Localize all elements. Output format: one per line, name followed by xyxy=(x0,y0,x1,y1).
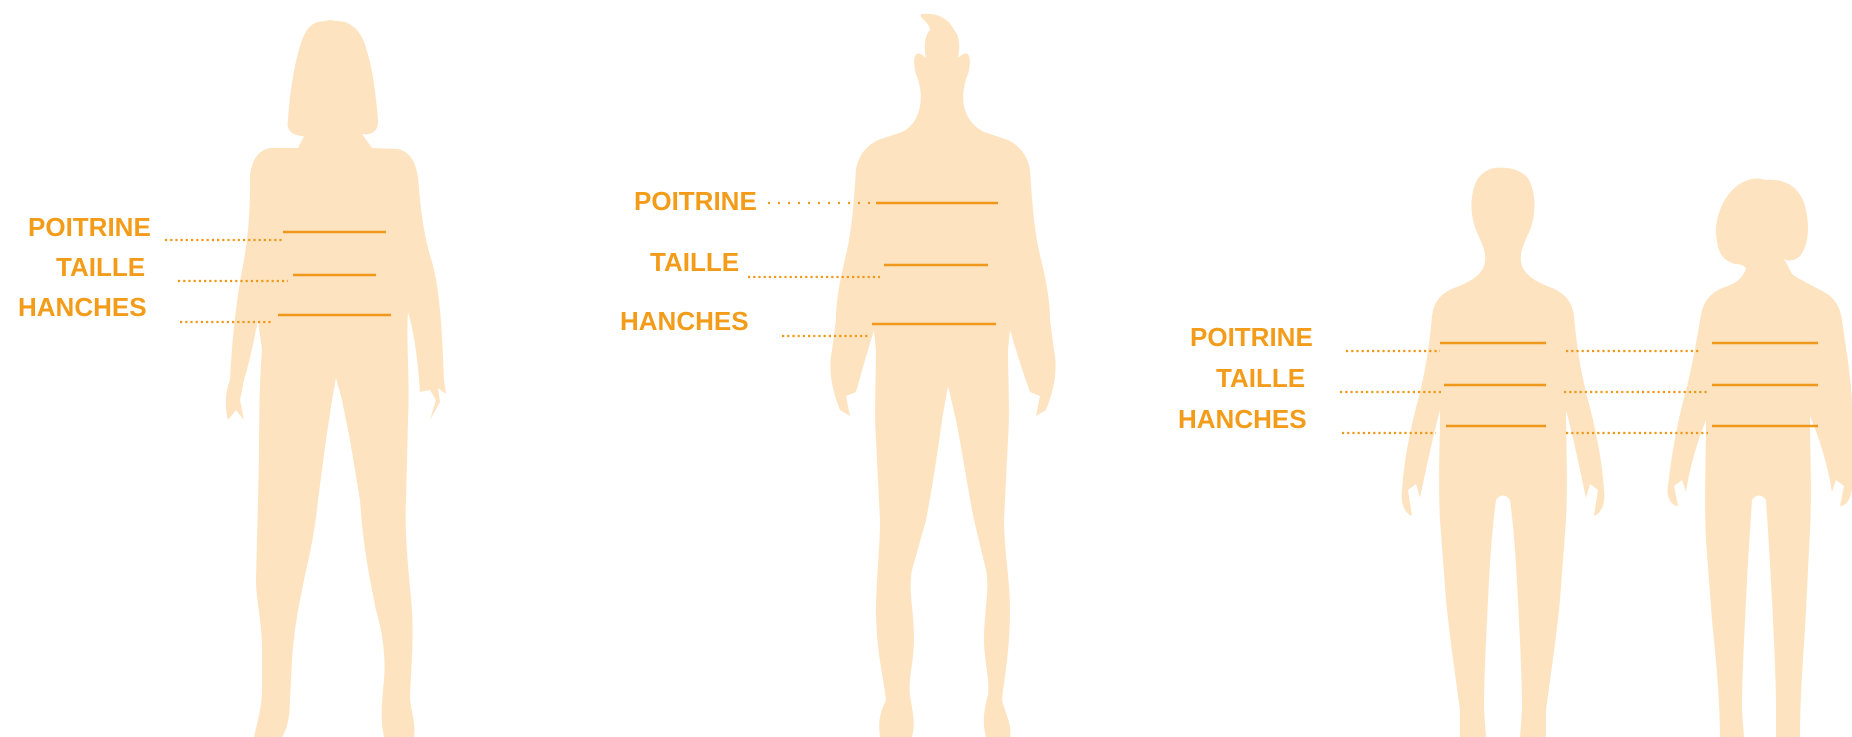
children-chest-label: POITRINE xyxy=(1190,322,1313,352)
man-hips-label: HANCHES xyxy=(620,306,749,336)
man-waist-label: TAILLE xyxy=(650,247,739,277)
boy-silhouette xyxy=(1402,168,1605,737)
woman-waist-label: TAILLE xyxy=(56,252,145,282)
woman-body xyxy=(226,20,446,737)
girl-silhouette xyxy=(1668,179,1852,737)
man-body xyxy=(830,14,1055,737)
children-hips-label: HANCHES xyxy=(1178,404,1307,434)
children-waist-label: TAILLE xyxy=(1216,363,1305,393)
woman-silhouette xyxy=(226,20,446,737)
girl-body xyxy=(1668,179,1852,737)
man-silhouette xyxy=(830,14,1055,737)
woman-hips-label: HANCHES xyxy=(18,292,147,322)
boy-body xyxy=(1402,168,1605,737)
man-chest-label: POITRINE xyxy=(634,186,757,216)
woman-chest-label: POITRINE xyxy=(28,212,151,242)
